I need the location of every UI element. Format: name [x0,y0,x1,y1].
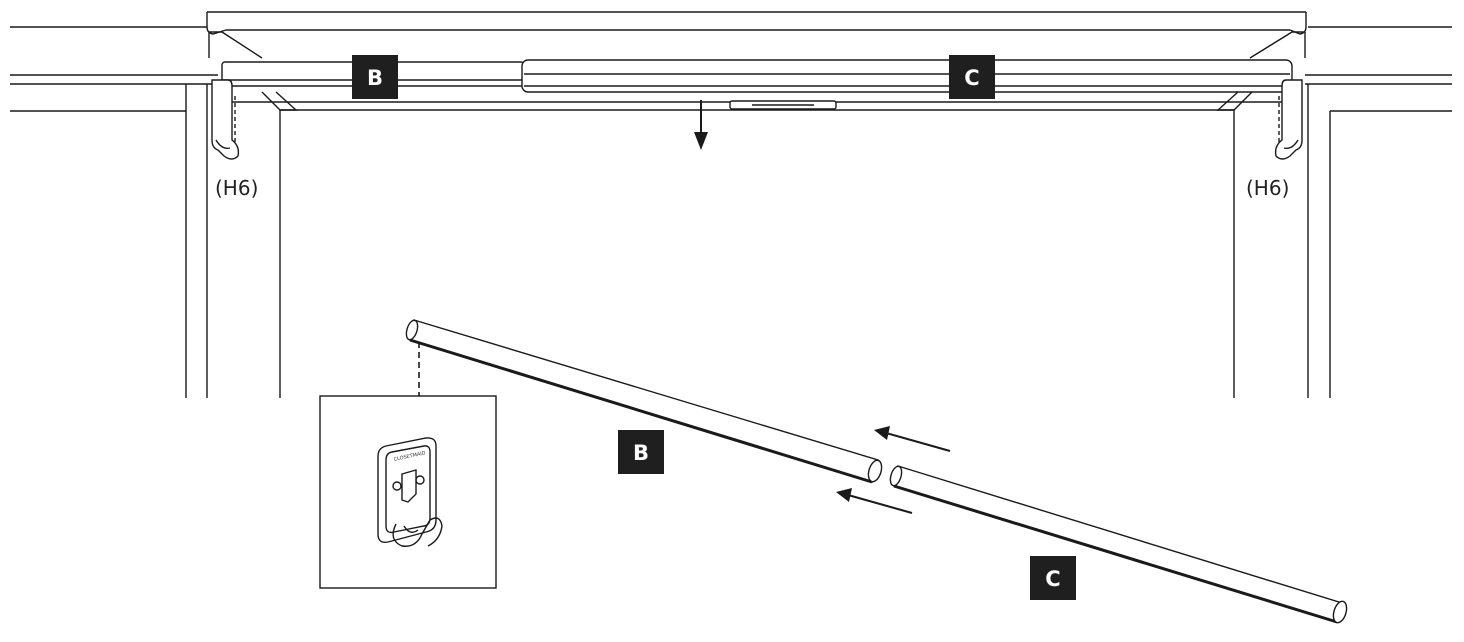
arrow-left-icon [836,488,913,514]
rod-bracket-detail [377,437,443,547]
installed-rod-c-segment [521,59,1293,93]
hook-bracket-right [1274,79,1303,160]
down-arrow-icon [694,100,708,150]
label-c-bottom-text: C [1045,567,1060,591]
hook-bracket-left [211,79,240,160]
label-c-top-text: C [964,66,979,90]
loose-rod-c [889,465,1348,624]
label-c-bottom: C [1030,556,1076,600]
hook-label-right: (H6) [1246,176,1289,200]
label-b-top: B [352,55,398,99]
hook-label-left: (H6) [215,176,258,200]
arrow-left-icon [874,426,951,452]
label-b-bottom-text: B [633,441,649,465]
label-b-top-text: B [367,66,383,90]
bracket-detail-box: CLOSETMAID [319,395,497,589]
loose-rod-b [405,319,883,484]
label-b-bottom: B [618,430,664,474]
label-c-top: C [949,55,995,99]
